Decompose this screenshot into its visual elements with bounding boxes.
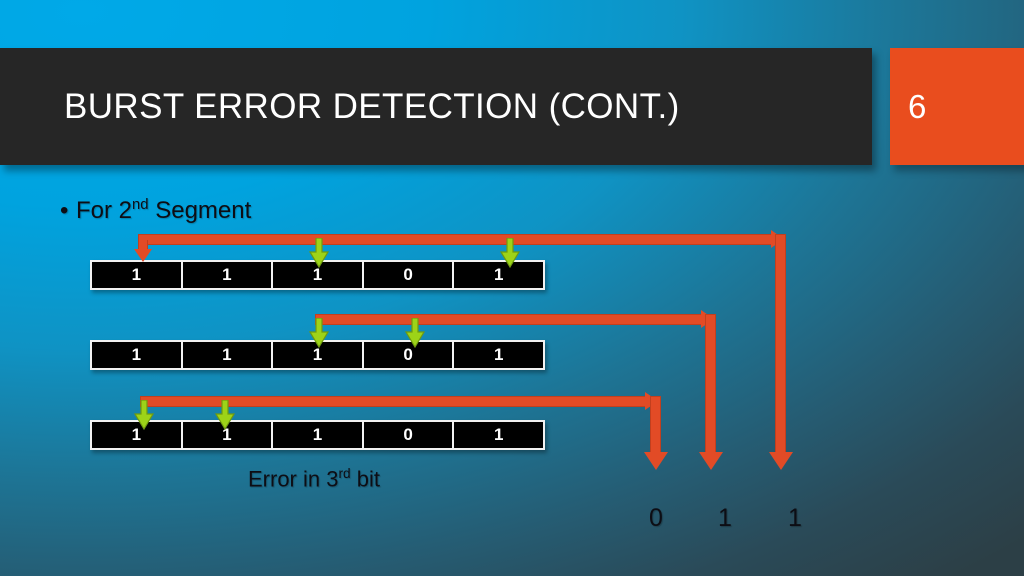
connector-2-down-arrowhead xyxy=(699,452,723,470)
connector-line-2-horizontal xyxy=(315,314,716,325)
result-digit-3: 1 xyxy=(788,504,802,532)
green-arrow-row1-cell3 xyxy=(308,237,330,269)
bit-cell: 1 xyxy=(183,422,274,448)
green-arrow-row3-cell1 xyxy=(133,399,155,431)
connector-1-down-arrowhead xyxy=(769,452,793,470)
caption-superscript: rd xyxy=(338,466,351,481)
bullet-for-second-segment: • For 2nd Segment xyxy=(60,197,251,225)
bit-cell: 1 xyxy=(92,422,183,448)
bit-cell: 1 xyxy=(92,342,183,368)
bit-cell: 0 xyxy=(364,262,455,288)
caption-text-after: bit xyxy=(350,466,380,492)
bullet-superscript: nd xyxy=(132,197,149,213)
error-caption: Error in 3rd bit xyxy=(248,466,380,492)
bit-cell: 1 xyxy=(493,265,504,284)
bit-cell: 1 xyxy=(493,345,504,364)
slide-number-badge: 6 xyxy=(890,48,1024,165)
slide-number: 6 xyxy=(908,87,927,125)
green-arrow-row3-cell2 xyxy=(214,399,236,431)
bit-cell: 1 xyxy=(183,262,274,288)
bit-cell: 1 xyxy=(183,342,274,368)
caption-text-before: Error in 3 xyxy=(248,466,339,492)
connector-line-1-vertical xyxy=(775,234,786,456)
bit-cell: 1 xyxy=(92,262,183,288)
bit-cell: 1 xyxy=(493,425,504,444)
bit-cell: 1 xyxy=(273,422,364,448)
bullet-text-after: Segment xyxy=(148,197,252,224)
green-arrow-row2-cell3 xyxy=(308,317,330,349)
bit-cell: 0 xyxy=(364,342,455,368)
bit-cell: 1 xyxy=(273,262,364,288)
bullet-text-before: For 2 xyxy=(76,197,133,224)
bit-cell: 1 xyxy=(273,342,364,368)
bit-cell: 0 xyxy=(364,422,455,448)
red-down-stem-row-1 xyxy=(138,240,148,253)
green-arrow-row2-cell4 xyxy=(404,317,426,349)
connector-line-2-vertical xyxy=(705,314,716,456)
result-digit-1: 0 xyxy=(649,504,663,532)
bit-row-3: 1 1 1 0 1 xyxy=(90,420,545,450)
title-bar: BURST ERROR DETECTION (CONT.) xyxy=(0,48,872,165)
page-title: BURST ERROR DETECTION (CONT.) xyxy=(64,86,680,126)
green-arrow-row1-cell5 xyxy=(499,237,521,269)
connector-line-1-horizontal xyxy=(138,234,786,245)
result-digit-2: 1 xyxy=(718,504,732,532)
connector-3-down-arrowhead xyxy=(644,452,668,470)
bullet-marker-icon: • xyxy=(60,197,69,224)
connector-line-3-vertical xyxy=(650,396,661,456)
red-down-arrow-row-1 xyxy=(134,249,152,262)
